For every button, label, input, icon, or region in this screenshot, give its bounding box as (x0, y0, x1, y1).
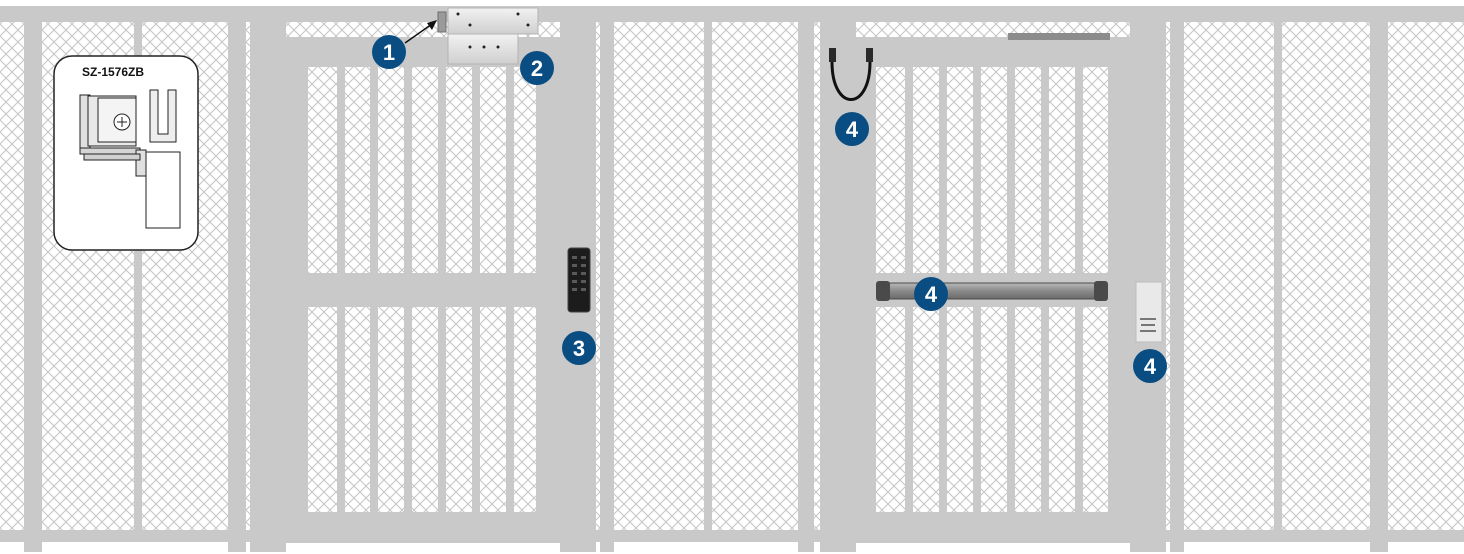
callout-3-number: 3 (573, 336, 585, 361)
callout-1-number: 1 (383, 40, 395, 65)
push-bar (876, 281, 1108, 301)
maglock-assembly (404, 7, 539, 65)
exit-sign (1135, 281, 1163, 343)
callout-3: 3 (562, 331, 596, 365)
maglock-armature-plate (447, 33, 519, 65)
callout-4-loop: 4 (835, 112, 869, 146)
mesh-panels (0, 22, 1464, 540)
strike-bracket (437, 11, 447, 33)
inset-model-label: SZ-1576ZB (82, 65, 144, 79)
callout-4-sign-number: 4 (1144, 354, 1157, 379)
inset-bracket-drawing (79, 89, 181, 229)
callout-2: 2 (520, 51, 554, 85)
door-loop-cable (829, 48, 873, 101)
callout-4-bar: 4 (914, 277, 948, 311)
callout-arrowhead (427, 20, 437, 30)
inset-detail: SZ-1576ZB (53, 55, 199, 251)
keypad (567, 247, 591, 313)
callout-4-sign: 4 (1133, 349, 1167, 383)
door-closer (1008, 33, 1110, 40)
callout-1: 1 (372, 35, 406, 69)
left-gate (284, 37, 560, 543)
callout-4-loop-number: 4 (846, 117, 859, 142)
callout-4-bar-number: 4 (925, 282, 938, 307)
callout-2-number: 2 (531, 56, 543, 81)
callout-arrow-line (404, 23, 433, 44)
maglock-top-plate (447, 7, 539, 35)
